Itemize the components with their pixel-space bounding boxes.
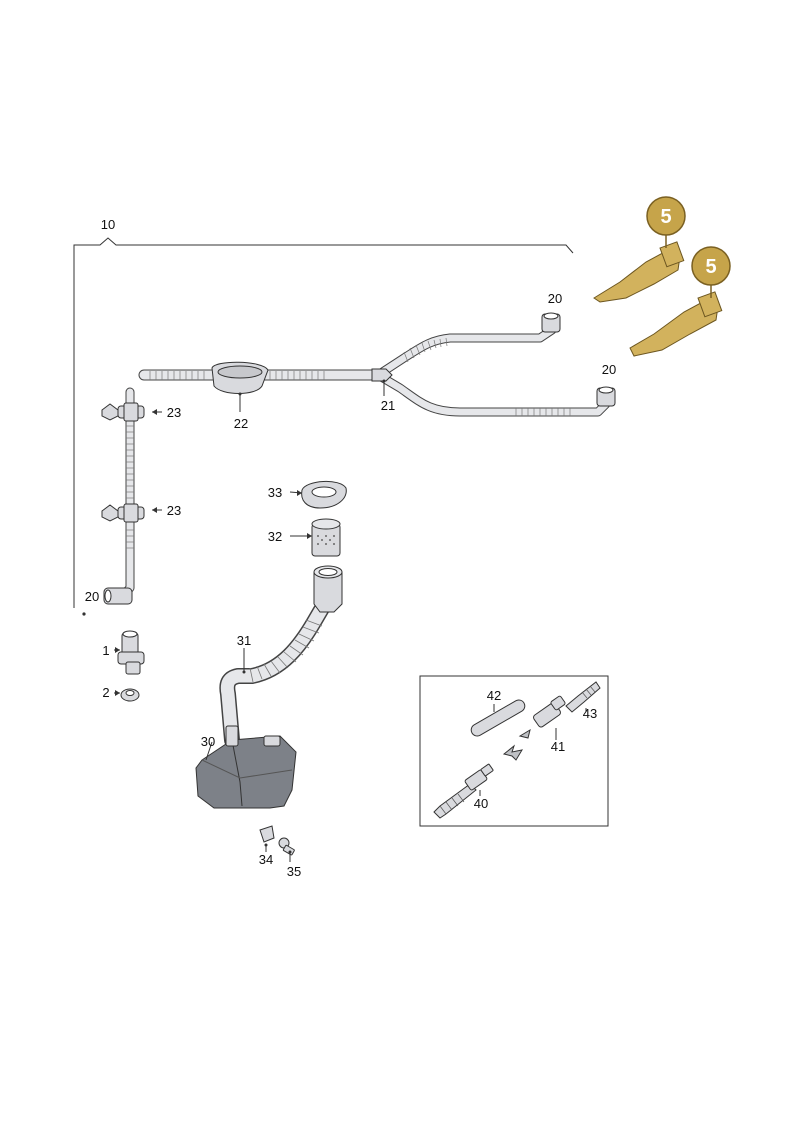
callout-20-right: 20 <box>602 362 616 377</box>
connector-5-upper <box>593 241 685 303</box>
leader-arrowheads <box>115 379 386 854</box>
badge-5-upper-text: 5 <box>660 206 671 228</box>
callout-23-lower: 23 <box>167 503 181 518</box>
hose-end-cap-top-right <box>541 312 561 333</box>
grommet-2 <box>120 688 140 702</box>
fitting-43 <box>565 681 601 713</box>
hose-end-cap-right <box>596 386 616 407</box>
callout-40: 40 <box>474 796 488 811</box>
badge-5-lower-text: 5 <box>705 256 716 278</box>
callout-42: 42 <box>487 688 501 703</box>
callout-10: 10 <box>101 217 115 232</box>
leader-lines <box>114 381 587 862</box>
fitting-40 <box>433 763 494 819</box>
strainer-32 <box>311 518 341 557</box>
grommet-22 <box>211 361 269 394</box>
callout-21: 21 <box>381 398 395 413</box>
bracket-10 <box>73 237 574 616</box>
filler-neck-tube-31 <box>219 565 343 748</box>
y-connector-21 <box>371 368 393 382</box>
clip-23-upper <box>101 402 145 422</box>
callout-2: 2 <box>102 685 109 700</box>
washer-hose-assembly <box>105 317 611 601</box>
hose-end-cap-left <box>103 587 133 605</box>
callout-32: 32 <box>268 529 282 544</box>
washer-reservoir-30 <box>195 725 297 809</box>
callout-31: 31 <box>237 633 251 648</box>
callout-30: 30 <box>201 734 215 749</box>
callout-22: 22 <box>234 416 248 431</box>
callout-1: 1 <box>102 643 109 658</box>
connector-41 <box>533 695 566 728</box>
callout-20-left: 20 <box>85 589 99 604</box>
bolt-35 <box>278 837 295 856</box>
callout-33: 33 <box>268 485 282 500</box>
connector-5-lower <box>629 291 723 357</box>
callout-34: 34 <box>259 852 273 867</box>
callout-badge-5-upper: 5 <box>646 196 686 248</box>
callout-badge-5-lower: 5 <box>691 246 731 298</box>
callout-43: 43 <box>583 706 597 721</box>
expansion-nut-34 <box>259 825 275 843</box>
clip-23-lower <box>101 503 145 523</box>
callout-20-top: 20 <box>548 291 562 306</box>
callout-labels: 10 20 20 20 21 22 23 23 1 2 31 30 33 32 … <box>85 217 616 879</box>
callout-23-upper: 23 <box>167 405 181 420</box>
filler-cap-seal-33 <box>301 481 347 509</box>
callout-35: 35 <box>287 864 301 879</box>
inset-repair-kit-box <box>419 675 609 827</box>
callout-41: 41 <box>551 739 565 754</box>
washer-pump-1 <box>117 630 145 675</box>
